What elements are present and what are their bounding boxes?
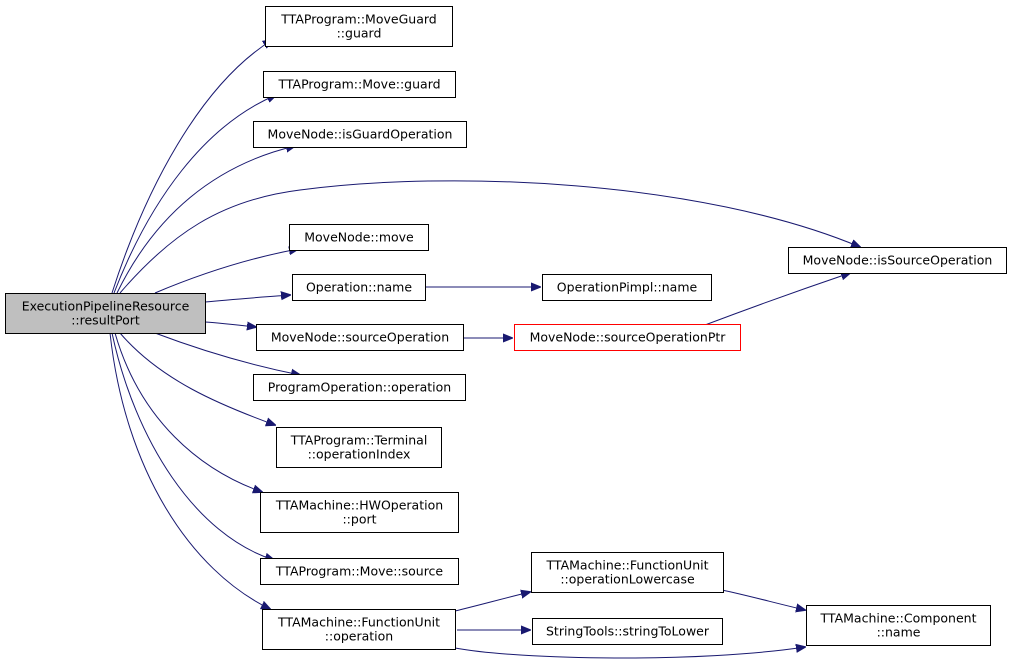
node-box — [253, 374, 466, 401]
node-component-name[interactable]: TTAMachine::Component::name — [806, 605, 991, 646]
node-fu-operation-lowercase[interactable]: TTAMachine::FunctionUnit::operationLower… — [531, 552, 724, 593]
node-box — [788, 247, 1007, 274]
node-movenode-move[interactable]: MoveNode::move — [289, 224, 429, 251]
node-box — [263, 71, 456, 98]
edge-root-to-source-operation — [204, 322, 256, 327]
edge-root-to-move-source — [111, 332, 274, 560]
node-move-source[interactable]: TTAProgram::Move::source — [260, 558, 459, 585]
node-label: MoveNode::isSourceOperation — [803, 253, 993, 268]
node-box — [260, 558, 459, 585]
edge-root-to-hwoperation-port — [114, 332, 262, 492]
edges — [109, 40, 860, 659]
node-label: OperationPimpl::name — [557, 280, 698, 295]
node-label: StringTools::stringToLower — [546, 624, 710, 639]
node-box — [542, 274, 712, 301]
node-label: TTAMachine::Component — [820, 611, 977, 626]
edge-root-to-movenode-move — [154, 249, 298, 294]
node-label: TTAProgram::Terminal — [290, 433, 428, 448]
node-is-source-operation[interactable]: MoveNode::isSourceOperation — [788, 247, 1007, 274]
edge-fu-operation-to-lowercase — [454, 592, 530, 612]
edge-fu-operation-to-component-name — [454, 647, 805, 659]
node-label: ::port — [342, 512, 376, 527]
edge-root-to-moveguard-guard — [111, 40, 272, 294]
node-box — [276, 427, 442, 468]
node-box — [5, 293, 206, 334]
node-label: ::guard — [337, 26, 382, 41]
node-box — [256, 324, 464, 351]
edge-root-to-terminal-operation-index — [119, 332, 275, 425]
node-terminal-operation-index[interactable]: TTAProgram::Terminal::operationIndex — [276, 427, 442, 468]
node-label: MoveNode::isGuardOperation — [268, 127, 453, 142]
node-label: TTAMachine::FunctionUnit — [546, 558, 709, 573]
node-label: TTAProgram::Move::guard — [277, 77, 440, 92]
node-box — [253, 121, 467, 148]
node-label: MoveNode::sourceOperation — [271, 330, 449, 345]
node-label: TTAMachine::FunctionUnit — [277, 615, 440, 630]
node-box — [514, 324, 741, 351]
node-root[interactable]: ExecutionPipelineResource::resultPort — [5, 293, 206, 334]
node-label: MoveNode::sourceOperationPtr — [530, 330, 727, 345]
node-label: ExecutionPipelineResource — [22, 299, 190, 314]
node-box — [262, 609, 456, 650]
edge-root-to-move-guard — [113, 95, 276, 294]
node-box — [265, 6, 453, 47]
node-moveguard-guard[interactable]: TTAProgram::MoveGuard::guard — [265, 6, 453, 47]
edge-root-to-is-source-operation — [119, 180, 860, 294]
node-box — [806, 605, 991, 646]
node-source-operation-ptr[interactable]: MoveNode::sourceOperationPtr — [514, 324, 741, 351]
node-label: Operation::name — [306, 280, 412, 295]
node-label: ::resultPort — [71, 313, 140, 328]
node-operation-pimpl-name[interactable]: OperationPimpl::name — [542, 274, 712, 301]
node-move-guard[interactable]: TTAProgram::Move::guard — [263, 71, 456, 98]
node-box — [531, 552, 724, 593]
node-label: MoveNode::move — [304, 230, 414, 245]
node-fu-operation[interactable]: TTAMachine::FunctionUnit::operation — [262, 609, 456, 650]
edge-root-to-program-operation — [154, 332, 300, 375]
node-label: ::operationLowercase — [560, 572, 695, 587]
node-label: TTAProgram::MoveGuard — [280, 12, 436, 27]
node-label: ProgramOperation::operation — [268, 380, 451, 395]
nodes: ExecutionPipelineResource::resultPortTTA… — [5, 6, 1007, 650]
node-label: ::name — [877, 625, 921, 640]
node-hwoperation-port[interactable]: TTAMachine::HWOperation::port — [260, 492, 459, 533]
node-is-guard-operation[interactable]: MoveNode::isGuardOperation — [253, 121, 467, 148]
node-label: ::operation — [325, 629, 393, 644]
node-box — [292, 274, 426, 301]
edge-root-to-operation-name — [204, 295, 290, 303]
node-source-operation[interactable]: MoveNode::sourceOperation — [256, 324, 464, 351]
node-label: TTAProgram::Move::source — [275, 564, 444, 579]
node-box — [532, 618, 723, 645]
edge-ptr-to-is-source-operation — [704, 273, 850, 326]
node-operation-name[interactable]: Operation::name — [292, 274, 426, 301]
node-program-operation[interactable]: ProgramOperation::operation — [253, 374, 466, 401]
node-string-to-lower[interactable]: StringTools::stringToLower — [532, 618, 723, 645]
edge-root-to-fu-operation — [109, 332, 270, 609]
edge-root-to-is-guard-operation — [116, 146, 295, 294]
node-label: ::operationIndex — [308, 447, 411, 462]
node-label: TTAMachine::HWOperation — [275, 498, 443, 513]
node-box — [260, 492, 459, 533]
edge-lowercase-to-component-name — [721, 589, 805, 610]
node-box — [289, 224, 429, 251]
